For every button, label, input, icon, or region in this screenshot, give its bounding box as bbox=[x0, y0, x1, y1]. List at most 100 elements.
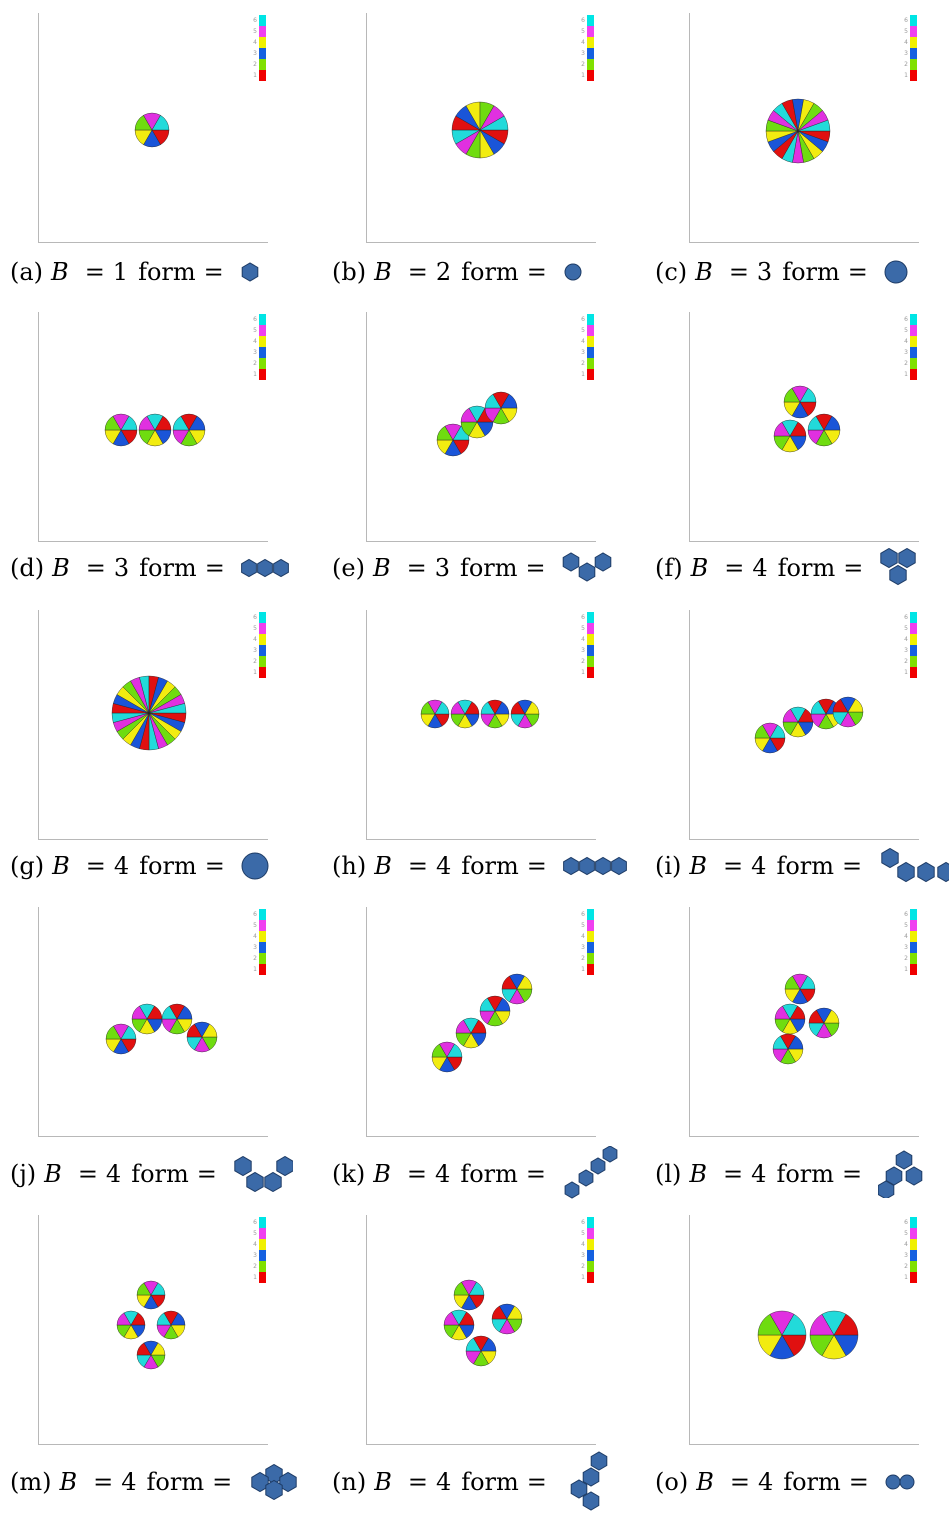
form-word: form bbox=[138, 258, 196, 286]
legend-swatch bbox=[259, 59, 266, 70]
baryon-variable: B bbox=[372, 554, 391, 582]
hexagon-cell bbox=[578, 562, 595, 582]
legend-level: 6 bbox=[904, 1219, 908, 1226]
legend-level: 6 bbox=[904, 316, 908, 323]
ring-segment bbox=[150, 1282, 166, 1296]
legend-swatch bbox=[910, 645, 917, 656]
legend-row: 1 bbox=[895, 964, 917, 975]
legend-level: 2 bbox=[253, 658, 257, 665]
legend-level: 3 bbox=[904, 349, 908, 356]
legend-swatch bbox=[910, 964, 917, 975]
panel-caption: (i)B=4 form= bbox=[655, 848, 949, 883]
hexagon-cell bbox=[590, 1157, 606, 1175]
legend-row: 4 bbox=[244, 931, 266, 942]
baryon-variable: B bbox=[59, 1468, 78, 1496]
legend-level: 5 bbox=[904, 327, 908, 334]
legend-row: 3 bbox=[572, 645, 594, 656]
legend-level: 4 bbox=[253, 39, 257, 46]
circle-cell bbox=[884, 260, 908, 284]
legend-level: 1 bbox=[253, 371, 257, 378]
legend-row: 1 bbox=[572, 369, 594, 380]
circle-cell bbox=[899, 1474, 915, 1490]
panel-caption: (l)B=4 form= bbox=[655, 1150, 930, 1198]
legend-row: 2 bbox=[244, 656, 266, 667]
legend-swatch bbox=[259, 48, 266, 59]
legend-row: 6 bbox=[572, 15, 594, 26]
legend-swatch bbox=[587, 612, 594, 623]
hexagon-pyramid-4-icon bbox=[878, 1150, 923, 1198]
panel-caption: (d)B=3 form= bbox=[10, 551, 289, 585]
equals-sign: = bbox=[847, 258, 868, 286]
legend-level: 5 bbox=[581, 922, 585, 929]
equals-sign: = bbox=[525, 1160, 546, 1188]
lobe-configuration bbox=[480, 699, 510, 729]
legend-swatch bbox=[587, 964, 594, 975]
legend-level: 2 bbox=[904, 955, 908, 962]
hexagon-cell bbox=[594, 856, 611, 876]
hexagon-triangle-3-icon bbox=[880, 548, 917, 586]
legend-level: 3 bbox=[253, 647, 257, 654]
legend-row: 1 bbox=[572, 1272, 594, 1283]
lobe-configuration bbox=[104, 413, 138, 447]
legend-swatch bbox=[259, 1272, 266, 1283]
legend-swatch bbox=[910, 336, 917, 347]
legend-swatch bbox=[910, 37, 917, 48]
lobe-configuration bbox=[172, 413, 206, 447]
legend-row: 2 bbox=[244, 953, 266, 964]
legend-level: 3 bbox=[253, 50, 257, 57]
radial-configuration bbox=[765, 98, 831, 164]
legend-level: 3 bbox=[581, 349, 585, 356]
legend-level: 6 bbox=[253, 614, 257, 621]
legend-level: 3 bbox=[253, 944, 257, 951]
legend-row: 3 bbox=[895, 48, 917, 59]
caption-label: (b) bbox=[332, 258, 367, 286]
skyrmion-plot bbox=[104, 413, 206, 447]
legend-level: 3 bbox=[904, 647, 908, 654]
ring-segment bbox=[176, 1005, 193, 1020]
lobe-configuration bbox=[501, 973, 533, 1005]
panel-caption: (m)B=4 form= bbox=[10, 1464, 300, 1500]
legend-swatch bbox=[259, 314, 266, 325]
lobe-configuration bbox=[138, 413, 172, 447]
panel-caption: (g)B=4 form= bbox=[10, 849, 269, 883]
legend-row: 1 bbox=[895, 667, 917, 678]
ring-segment bbox=[446, 1043, 463, 1058]
form-word: form bbox=[777, 554, 836, 582]
caption-label: (e) bbox=[332, 554, 365, 582]
legend-row: 5 bbox=[572, 26, 594, 37]
legend-row: 1 bbox=[895, 369, 917, 380]
legend-level: 2 bbox=[581, 658, 585, 665]
legend-swatch bbox=[587, 1228, 594, 1239]
hexagon-cell bbox=[264, 1171, 282, 1192]
equals-sign: = bbox=[406, 1160, 428, 1188]
lobe-configuration bbox=[754, 722, 786, 754]
hexagon-cell bbox=[240, 558, 257, 578]
hexagon-cell bbox=[564, 1181, 580, 1199]
hexagon-cell bbox=[582, 1467, 600, 1487]
legend-swatch bbox=[587, 70, 594, 81]
legend-row: 5 bbox=[244, 26, 266, 37]
ring-segment bbox=[847, 698, 864, 713]
legend-row: 1 bbox=[572, 70, 594, 81]
lobe-configuration bbox=[136, 1280, 166, 1310]
legend-swatch bbox=[259, 1239, 266, 1250]
baryon-value: 4 bbox=[113, 852, 130, 880]
legend-level: 4 bbox=[904, 39, 908, 46]
ring-segment bbox=[506, 1305, 523, 1320]
legend-row: 4 bbox=[244, 634, 266, 645]
baryon-variable: B bbox=[52, 554, 70, 582]
ring-segment bbox=[458, 1311, 475, 1326]
legend-level: 5 bbox=[253, 922, 257, 929]
legend-level: 1 bbox=[904, 669, 908, 676]
legend-swatch bbox=[910, 634, 917, 645]
legend-level: 6 bbox=[904, 17, 908, 24]
hexagon-bent-3-icon bbox=[562, 552, 611, 582]
legend-level: 3 bbox=[581, 50, 585, 57]
legend-level: 5 bbox=[581, 1230, 585, 1237]
legend-row: 6 bbox=[572, 909, 594, 920]
hexagon-cell bbox=[889, 564, 908, 586]
